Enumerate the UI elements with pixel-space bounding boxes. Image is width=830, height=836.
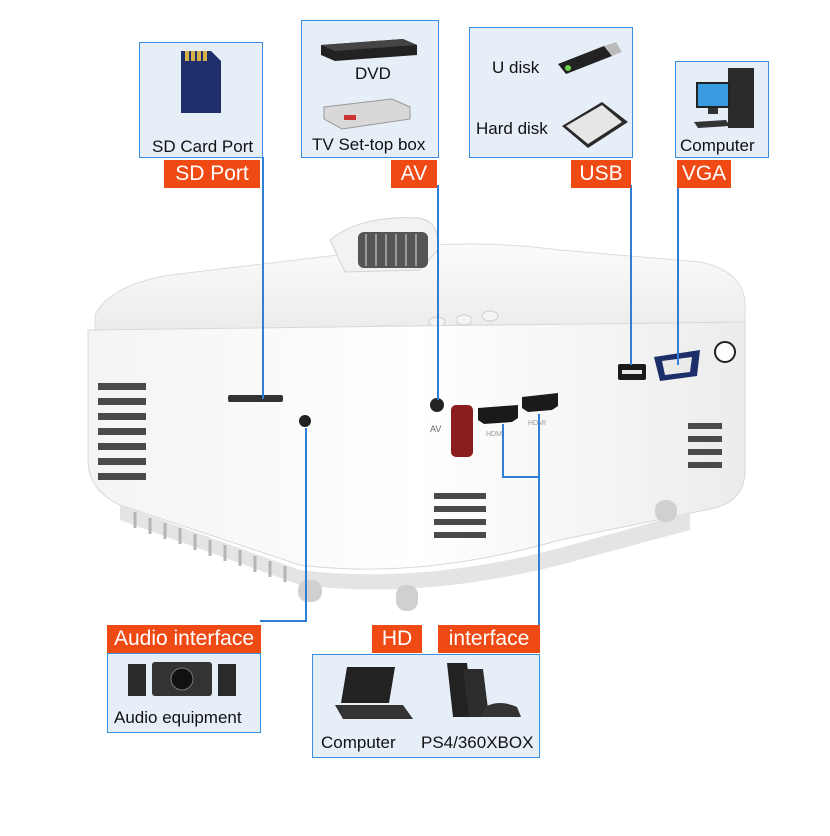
- hd-leader-line-c: [538, 414, 540, 626]
- set-top-box-icon: [323, 98, 411, 130]
- sd-slot: [228, 395, 283, 402]
- av-leader-line: [437, 185, 439, 400]
- hd-tag-left: HD: [372, 625, 422, 653]
- usb-item-udisk: U disk: [492, 58, 540, 77]
- speakers-icon: [128, 662, 236, 696]
- hdmi-port-2: [522, 393, 558, 412]
- usb-tag: USB: [571, 160, 631, 188]
- audio-tag: Audio interface: [107, 625, 261, 653]
- vga-caption: Computer: [680, 136, 755, 155]
- av-tag: AV: [391, 160, 437, 188]
- power-button: [714, 341, 736, 363]
- audio-box: Audio equipment: [107, 653, 261, 733]
- usb-item-harddisk: Hard disk: [476, 119, 548, 138]
- hdmi1-port-label: HDMI: [486, 431, 504, 438]
- audio-leader-line-h: [260, 620, 307, 622]
- game-console-icon: [447, 663, 521, 717]
- av-item-dvd: DVD: [355, 64, 391, 83]
- av-port-label: AV: [430, 424, 441, 434]
- hd-item-console: PS4/360XBOX: [421, 733, 534, 752]
- sd-port-box: SD Card Port: [139, 42, 263, 158]
- av-item-settop: TV Set-top box: [312, 135, 426, 154]
- hd-item-computer: Computer: [321, 733, 396, 752]
- laptop-icon: [335, 667, 413, 719]
- av-box: DVD TV Set-top box: [301, 20, 439, 158]
- dvd-player-icon: [321, 39, 417, 61]
- sd-caption: SD Card Port: [152, 137, 254, 156]
- hd-tag-right: interface: [438, 625, 540, 653]
- audio-caption: Audio equipment: [114, 708, 242, 727]
- usb-flash-drive-icon: [558, 42, 622, 74]
- hd-leader-line-b: [502, 476, 540, 478]
- vga-leader-line: [677, 185, 679, 365]
- hard-disk-icon: [562, 102, 628, 148]
- sd-leader-line: [262, 157, 264, 399]
- vga-tag: VGA: [677, 160, 731, 188]
- desktop-computer-icon: [694, 68, 754, 128]
- usb-box: U disk Hard disk: [469, 27, 633, 158]
- av-jack: [430, 398, 444, 412]
- sd-port-tag: SD Port: [164, 160, 260, 188]
- hd-box: Computer PS4/360XBOX: [312, 654, 540, 758]
- ir-window: [451, 405, 473, 457]
- hd-leader-line-a: [502, 424, 504, 476]
- hdmi2-port-label: HDMI: [528, 420, 546, 427]
- vga-box: Computer: [675, 61, 769, 158]
- sd-card-icon: [181, 51, 221, 113]
- audio-leader-line-v: [305, 428, 307, 620]
- usb-leader-line: [630, 185, 632, 365]
- audio-jack: [299, 415, 311, 427]
- hdmi-port-1: [478, 405, 518, 424]
- focus-wheel-icon: [358, 232, 428, 268]
